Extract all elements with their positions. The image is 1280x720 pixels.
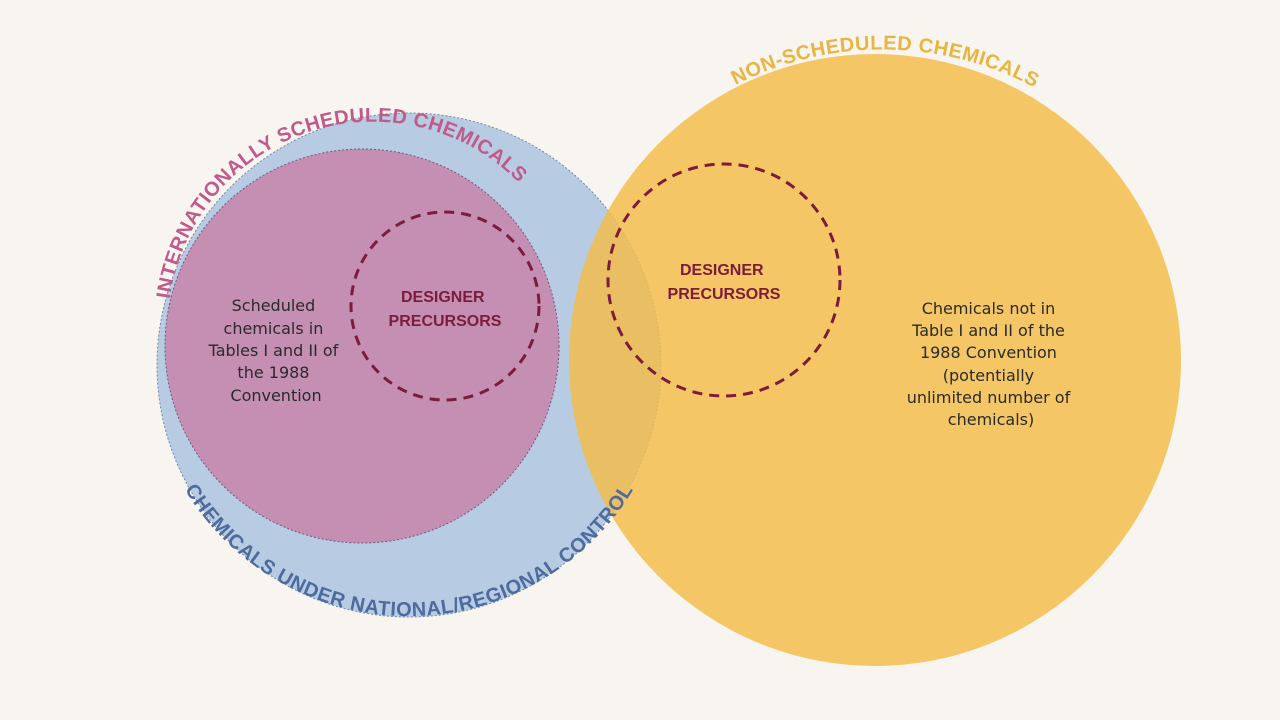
- non-scheduled-circle: [569, 54, 1181, 666]
- non-scheduled-line: Chemicals not in: [922, 299, 1056, 318]
- non-scheduled-line: chemicals): [948, 410, 1034, 429]
- designer-line: PRECURSORS: [389, 313, 502, 330]
- designer-precursors-right-circle: [606, 162, 842, 398]
- non-scheduled-line: 1988 Convention: [920, 343, 1057, 362]
- designer-precursors-left-circle: [349, 210, 541, 402]
- designer-precursors-left-label: DESIGNER PRECURSORS: [389, 289, 502, 330]
- designer-line: PRECURSORS: [668, 286, 781, 303]
- non-scheduled-line: Table I and II of the: [911, 321, 1065, 340]
- scheduled-line: Convention: [230, 386, 321, 405]
- scheduled-description: Scheduled chemicals in Tables I and II o…: [208, 296, 344, 405]
- designer-line: DESIGNER: [680, 262, 764, 279]
- designer-line: DESIGNER: [401, 289, 485, 306]
- internationally-scheduled-circle: [164, 148, 560, 544]
- scheduled-line: Tables I and II of: [208, 341, 339, 360]
- scheduled-line: the 1988: [237, 363, 309, 382]
- scheduled-line: Scheduled: [232, 296, 316, 315]
- non-scheduled-line: (potentially: [943, 366, 1034, 385]
- scheduled-line: chemicals in: [224, 319, 324, 338]
- non-scheduled-description: Chemicals not in Table I and II of the 1…: [907, 299, 1076, 429]
- non-scheduled-line: unlimited number of: [907, 388, 1071, 407]
- designer-precursors-right-label: DESIGNER PRECURSORS: [668, 262, 781, 303]
